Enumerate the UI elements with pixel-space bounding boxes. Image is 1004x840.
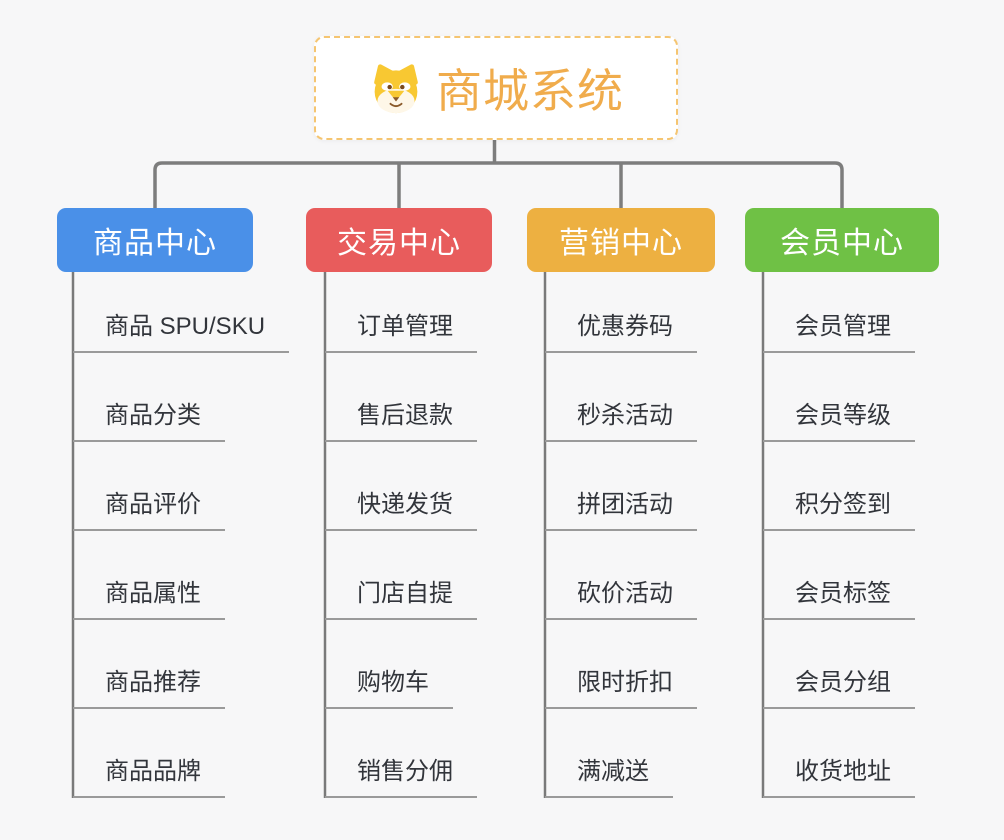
leaf-node-member-management[interactable]: 会员管理 xyxy=(763,306,915,353)
shiba-dog-icon xyxy=(368,62,424,114)
branch-rail-line xyxy=(153,161,844,208)
leaf-node-shopping-cart[interactable]: 购物车 xyxy=(325,662,453,709)
leaf-node-product-category[interactable]: 商品分类 xyxy=(73,395,225,442)
leaf-node-limited-time-discount[interactable]: 限时折扣 xyxy=(545,662,697,709)
leaf-node-points-checkin[interactable]: 积分签到 xyxy=(763,484,915,531)
root-title: 商城系统 xyxy=(436,65,624,117)
marketing-center-items: 优惠券码 秒杀活动 拼团活动 砍价活动 限时折扣 满减送 xyxy=(545,264,795,798)
leaf-node-member-level[interactable]: 会员等级 xyxy=(763,395,915,442)
leaf-node-order-management[interactable]: 订单管理 xyxy=(325,306,477,353)
leaf-node-store-pickup[interactable]: 门店自提 xyxy=(325,573,477,620)
leaf-node-group-buy[interactable]: 拼团活动 xyxy=(545,484,697,531)
branch-node-goods-center[interactable]: 商品中心 xyxy=(57,208,253,272)
branch-node-member-center[interactable]: 会员中心 xyxy=(745,208,939,272)
leaf-node-sales-commission[interactable]: 销售分佣 xyxy=(325,751,477,798)
root-branch-connectors xyxy=(153,139,844,208)
leaf-node-product-spu-sku[interactable]: 商品 SPU/SKU xyxy=(73,306,290,353)
leaf-node-flash-sale[interactable]: 秒杀活动 xyxy=(545,395,697,442)
leaf-node-express-delivery[interactable]: 快递发货 xyxy=(325,484,477,531)
branch-node-trade-center[interactable]: 交易中心 xyxy=(306,208,492,272)
goods-center-items: 商品 SPU/SKU 商品分类 商品评价 商品属性 商品推荐 商品品牌 xyxy=(73,264,323,798)
leaf-node-member-tag[interactable]: 会员标签 xyxy=(763,573,915,620)
trade-center-items: 订单管理 售后退款 快递发货 门店自提 购物车 销售分佣 xyxy=(325,264,575,798)
leaf-node-product-recommend[interactable]: 商品推荐 xyxy=(73,662,225,709)
leaf-node-coupon-code[interactable]: 优惠券码 xyxy=(545,306,697,353)
root-node[interactable]: 商城系统 xyxy=(314,36,678,140)
leaf-node-product-attribute[interactable]: 商品属性 xyxy=(73,573,225,620)
leaf-node-member-group[interactable]: 会员分组 xyxy=(763,662,915,709)
leaf-node-spend-and-save[interactable]: 满减送 xyxy=(545,751,673,798)
leaf-node-aftersale-refund[interactable]: 售后退款 xyxy=(325,395,477,442)
leaf-node-product-brand[interactable]: 商品品牌 xyxy=(73,751,225,798)
leaf-node-bargain-activity[interactable]: 砍价活动 xyxy=(545,573,697,620)
member-center-items: 会员管理 会员等级 积分签到 会员标签 会员分组 收货地址 xyxy=(763,264,1004,798)
branch-node-marketing-center[interactable]: 营销中心 xyxy=(527,208,715,272)
leaf-node-product-review[interactable]: 商品评价 xyxy=(73,484,225,531)
leaf-node-shipping-address[interactable]: 收货地址 xyxy=(763,751,915,798)
